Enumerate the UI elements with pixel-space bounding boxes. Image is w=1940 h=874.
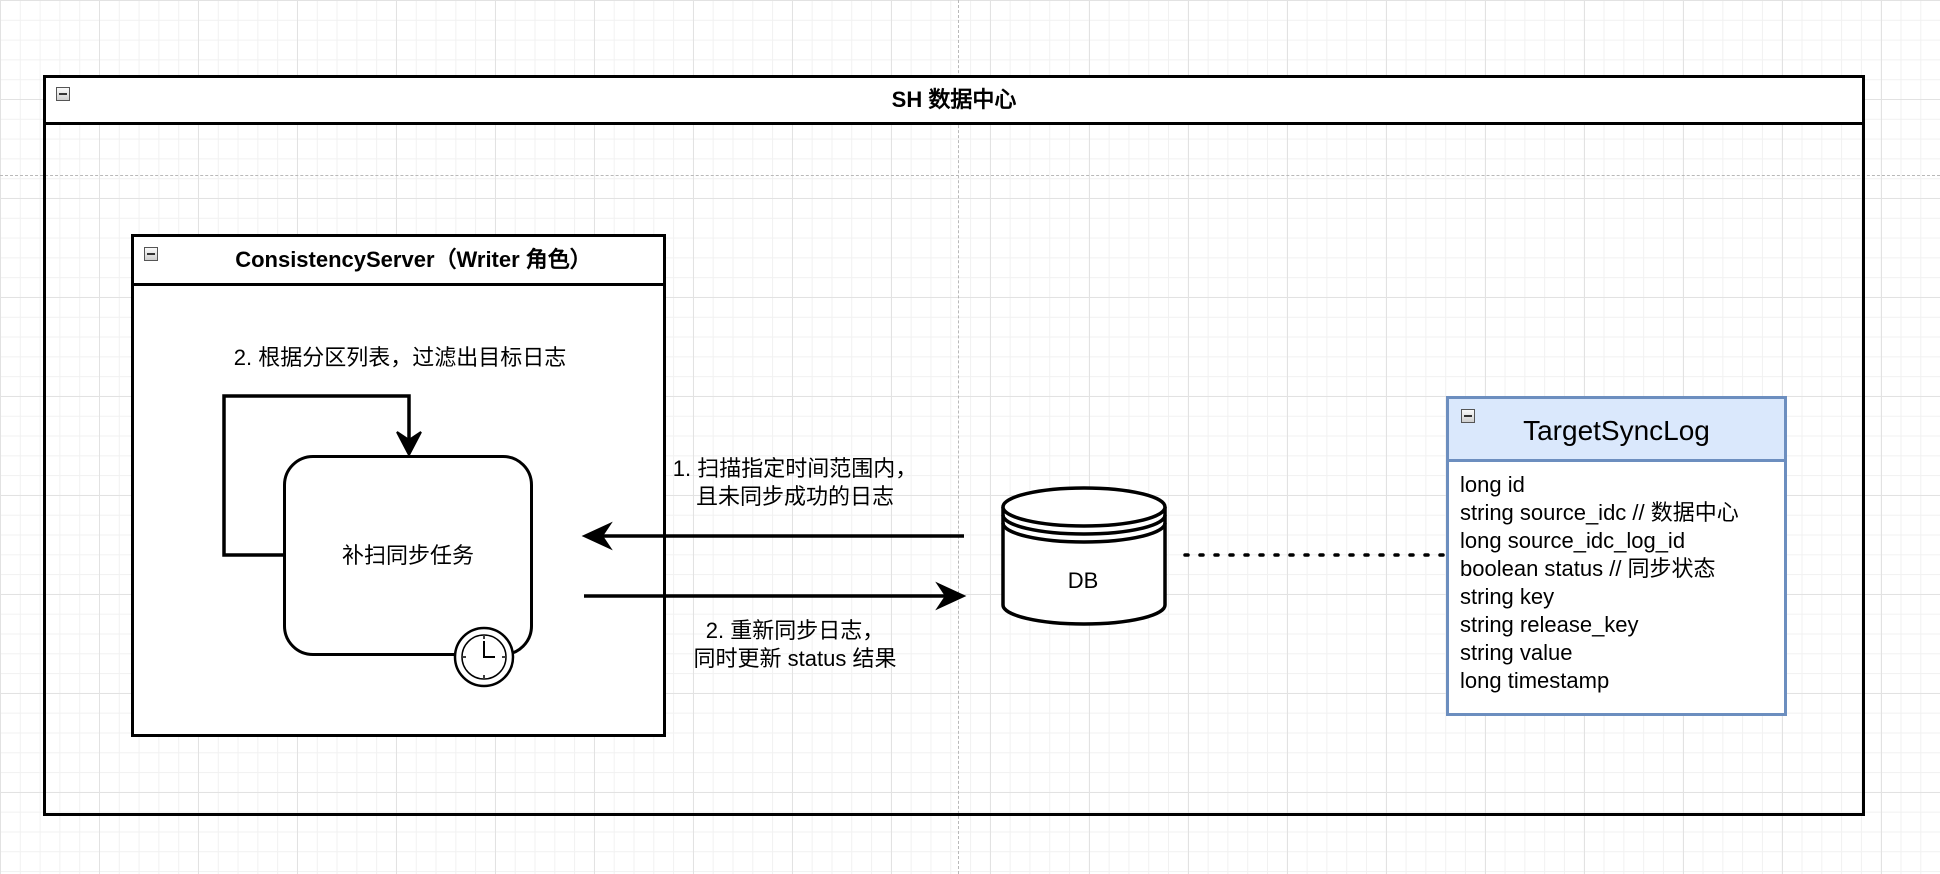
canvas-guide-vertical (958, 0, 959, 874)
canvas-guide-horizontal (0, 175, 1940, 176)
entity-field[interactable]: string value (1460, 640, 1573, 665)
entity-field[interactable]: long id (1460, 472, 1525, 497)
datacenter-pool[interactable]: SH 数据中心 (43, 75, 1865, 816)
entity-field[interactable]: string source_idc // 数据中心 (1460, 500, 1739, 525)
server-title: ConsistencyServer（Writer 角色） (235, 247, 592, 272)
sync-arrowhead (935, 581, 967, 611)
db-label: DB (1067, 568, 1099, 593)
entity-title: TargetSyncLog (1523, 415, 1710, 446)
scan-flow-label-line2: 且未同步成功的日志 (695, 484, 894, 509)
db-cylinder[interactable] (1001, 486, 1167, 626)
scan-arrowhead (581, 521, 613, 551)
rescan-sync-task[interactable]: 补扫同步任务 (283, 455, 533, 656)
loop-label: 2. 根据分区列表，过滤出目标日志 (233, 345, 567, 370)
scan-flow-label: 1. 扫描指定时间范围内， 且未同步成功的日志 (655, 455, 935, 511)
sync-flow-label-line2: 同时更新 status 结果 (693, 646, 897, 671)
self-loop-arrowhead (396, 431, 422, 458)
self-loop-arrow[interactable] (222, 394, 411, 557)
entity-field[interactable]: long source_idc_log_id (1460, 528, 1686, 553)
pool-title: SH 数据中心 (891, 87, 1017, 112)
entity-field[interactable]: string release_key (1460, 612, 1639, 637)
entity-field[interactable]: string key (1460, 584, 1555, 609)
entity-field-list: long id string source_idc // 数据中心 long s… (1460, 471, 1739, 695)
entity-field[interactable]: boolean status // 同步状态 (1460, 556, 1716, 581)
pool-header[interactable]: SH 数据中心 (46, 78, 1862, 125)
sync-flow-label-line1: 2. 重新同步日志， (705, 618, 885, 643)
clock-icon (453, 626, 515, 688)
task-label: 补扫同步任务 (341, 543, 474, 568)
collapse-icon[interactable] (56, 87, 70, 101)
collapse-icon[interactable] (144, 247, 158, 261)
entity-header[interactable]: TargetSyncLog (1449, 399, 1784, 462)
server-header[interactable]: ConsistencyServer（Writer 角色） (134, 237, 663, 286)
scan-flow-label-line1: 1. 扫描指定时间范围内， (672, 456, 918, 481)
collapse-icon[interactable] (1461, 409, 1475, 423)
sync-flow-label: 2. 重新同步日志， 同时更新 status 结果 (660, 617, 930, 673)
entity-field[interactable]: long timestamp (1460, 668, 1610, 693)
target-sync-log-entity[interactable]: TargetSyncLog long id string source_idc … (1446, 396, 1787, 716)
